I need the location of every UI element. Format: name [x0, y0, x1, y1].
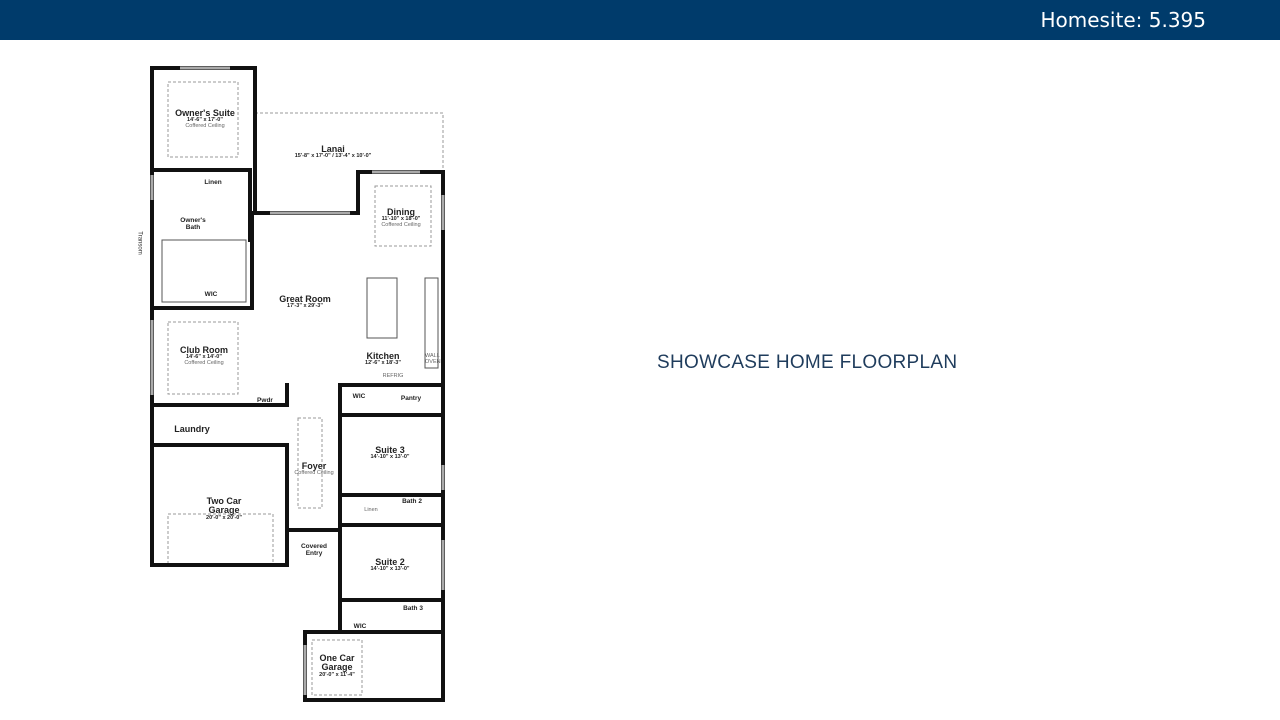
room-owners-bath: Owner's Bath [178, 217, 208, 232]
room-bath-2: Bath 2 [402, 498, 422, 506]
room-two-car-garage: Two Car Garage 20'-0" x 20'-0" [194, 496, 254, 522]
slide-title: SHOWCASE HOME FLOORPLAN [657, 352, 958, 373]
room-dims: 14'-6" x 17'-0" [187, 117, 223, 124]
room-name: Great Room [279, 294, 331, 304]
room-bath-3: Bath 3 [403, 605, 423, 613]
room-one-car-garage: One Car Garage 20'-0" x 11'-4" [315, 653, 360, 679]
room-name: Pwdr [257, 397, 273, 404]
room-name: Linen [204, 179, 222, 186]
room-dims: 20'-0" x 11'-4" [319, 671, 355, 678]
room-dims: 11'-10" x 18'-0" [381, 216, 421, 223]
header-bar: Homesite: 5.395 [0, 0, 1280, 40]
room-name: Laundry [174, 424, 210, 434]
room-dims: 14'-10" x 13'-0" [370, 454, 410, 461]
room-dims: 15'-8" x 17'-0" / 13'-4" x 10'-0" [294, 153, 372, 160]
room-name: One Car Garage [319, 653, 355, 673]
refrigerator: REFRIG [382, 373, 404, 380]
room-linen: Linen [364, 507, 378, 514]
room-powder: Pwdr [257, 397, 273, 405]
room-dims: 20'-0" x 20'-0" [206, 514, 242, 521]
room-name: WIC [352, 393, 366, 400]
room-name: Linen [364, 507, 378, 513]
room-club-room: Club Room 14'-6" x 14'-0" Coffered Ceili… [180, 345, 228, 367]
room-dims: 14'-6" x 14'-0" [186, 354, 222, 361]
transom-label: Transom [136, 231, 143, 255]
room-name: Owner's Suite [175, 108, 235, 118]
room-dims: 12'-6" x 18'-3" [365, 360, 401, 367]
room-dims: 17'-3" x 29'-3" [287, 303, 323, 310]
room-great-room: Great Room 17'-3" x 29'-3" [279, 294, 331, 310]
room-ceiling: Coffered Ceiling [184, 360, 224, 367]
room-wic: WIC [204, 291, 218, 299]
appliance-label: REFRIG [382, 373, 404, 379]
room-ceiling: Coffered Ceiling [294, 470, 334, 477]
room-name: Suite 2 [375, 557, 405, 567]
wall-oven: WALL OVEN [425, 353, 441, 366]
room-name: Club Room [180, 345, 228, 355]
room-name: Dining [387, 207, 415, 217]
room-owners-suite: Owner's Suite 14'-6" x 17'-0" Coffered C… [175, 108, 235, 130]
appliance-label: WALL OVEN [425, 353, 441, 365]
room-name: WIC [353, 623, 367, 630]
room-name: Bath 2 [402, 498, 422, 505]
room-name: Lanai [321, 144, 345, 154]
room-foyer: Foyer Coffered Ceiling [294, 461, 334, 477]
room-lanai: Lanai 15'-8" x 17'-0" / 13'-4" x 10'-0" [294, 144, 372, 160]
room-suite-3: Suite 3 14'-10" x 13'-0" [370, 445, 410, 461]
room-ceiling: Coffered Ceiling [185, 123, 225, 130]
room-kitchen: Kitchen 12'-6" x 18'-3" [365, 351, 401, 367]
room-wic: WIC [352, 393, 366, 401]
room-linen: Linen [204, 179, 222, 187]
room-name: Foyer [301, 461, 327, 471]
room-name: Covered Entry [300, 543, 327, 557]
room-name: Bath 3 [403, 605, 423, 612]
room-dims: 14'-10" x 13'-0" [370, 566, 410, 573]
room-name: Suite 3 [375, 445, 405, 455]
room-name: Two Car Garage [206, 496, 242, 516]
room-pantry: Pantry [400, 395, 422, 403]
room-suite-2: Suite 2 14'-10" x 13'-0" [370, 557, 410, 573]
room-name: Kitchen [366, 351, 400, 361]
room-name: Pantry [400, 395, 422, 402]
room-name: WIC [204, 291, 218, 298]
room-ceiling: Coffered Ceiling [381, 222, 421, 229]
room-covered-entry: Covered Entry [299, 543, 329, 558]
room-dining: Dining 11'-10" x 18'-0" Coffered Ceiling [381, 207, 421, 229]
room-wic: WIC [353, 623, 367, 631]
room-name: Owner's Bath [180, 217, 206, 231]
homesite-label: Homesite: 5.395 [1040, 8, 1206, 32]
room-laundry: Laundry [174, 424, 210, 434]
